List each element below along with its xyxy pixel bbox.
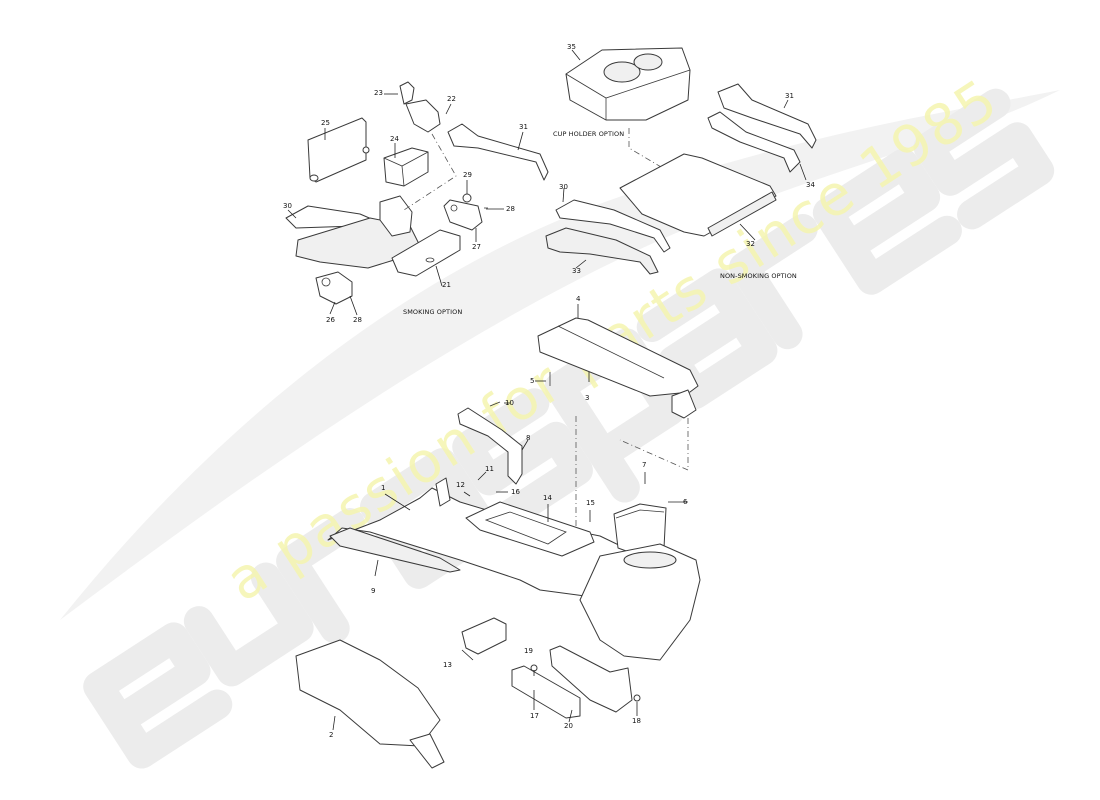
part-17-hinge-bracket bbox=[511, 645, 633, 719]
callout-14: 14 bbox=[543, 494, 552, 502]
callout-26: 26 bbox=[326, 316, 335, 324]
assembly-line-22-21 bbox=[403, 133, 457, 211]
callout-31b: 31 bbox=[785, 92, 794, 100]
callout-21: 21 bbox=[442, 281, 451, 289]
callout-3: 3 bbox=[585, 394, 590, 402]
part-10-screw bbox=[489, 401, 501, 407]
callout-22: 22 bbox=[447, 95, 456, 103]
callout-28b: 28 bbox=[353, 316, 362, 324]
part-24-ashtray bbox=[383, 147, 429, 187]
callout-5: 5 bbox=[530, 377, 535, 385]
part-14-cover bbox=[465, 501, 595, 557]
part-31-trim-right bbox=[717, 83, 817, 149]
callout-23: 23 bbox=[374, 89, 383, 97]
callout-28a: 28 bbox=[506, 205, 515, 213]
part-2-end-cap bbox=[295, 639, 445, 769]
console-rear-body bbox=[579, 543, 701, 661]
leader-lines bbox=[287, 49, 807, 731]
part-3-armrest bbox=[537, 317, 699, 419]
callout-29: 29 bbox=[463, 171, 472, 179]
callout-8: 8 bbox=[526, 434, 531, 442]
callout-6: 6 bbox=[683, 498, 688, 506]
part-31-trim-left bbox=[447, 123, 549, 181]
callout-19: 19 bbox=[524, 647, 533, 655]
part-26-switch bbox=[315, 271, 353, 305]
callout-7: 7 bbox=[642, 461, 647, 469]
part-34-side-panel bbox=[707, 111, 801, 173]
part-35-cupholder bbox=[565, 47, 691, 121]
callout-27: 27 bbox=[472, 243, 481, 251]
callout-4: 4 bbox=[576, 295, 581, 303]
callout-30b: 30 bbox=[559, 183, 568, 191]
part-21-smoking-bracket bbox=[285, 195, 461, 277]
part-25-panel bbox=[307, 117, 370, 183]
part-27-bracket bbox=[443, 193, 488, 231]
callout-16: 16 bbox=[511, 488, 520, 496]
callout-12: 12 bbox=[456, 481, 465, 489]
callout-24: 24 bbox=[390, 135, 399, 143]
callout-10: 10 bbox=[505, 399, 514, 407]
callout-32: 32 bbox=[746, 240, 755, 248]
callout-11: 11 bbox=[485, 465, 494, 473]
callout-13: 13 bbox=[443, 661, 452, 669]
callout-25: 25 bbox=[321, 119, 330, 127]
part-32-tray bbox=[619, 153, 777, 237]
part-13-bracket bbox=[461, 617, 507, 655]
callout-20: 20 bbox=[564, 722, 573, 730]
part-1-console-base bbox=[327, 477, 651, 601]
assembly-line-3-hinge bbox=[619, 418, 689, 471]
cup-holder-option-label: CUP HOLDER OPTION bbox=[553, 130, 625, 138]
callout-18: 18 bbox=[632, 717, 641, 725]
callout-9: 9 bbox=[371, 587, 376, 595]
callout-35: 35 bbox=[567, 43, 576, 51]
part-22-23-lighter bbox=[399, 81, 441, 133]
callout-33: 33 bbox=[572, 267, 581, 275]
callout-15: 15 bbox=[586, 499, 595, 507]
part-8-handle bbox=[457, 407, 523, 485]
callout-1: 1 bbox=[381, 484, 386, 492]
callout-17: 17 bbox=[530, 712, 539, 720]
callout-30a: 30 bbox=[283, 202, 292, 210]
part-30-33-trim bbox=[545, 199, 671, 275]
non-smoking-option-label: NON-SMOKING OPTION bbox=[720, 272, 797, 280]
part-18-screw bbox=[633, 694, 641, 702]
smoking-option-label: SMOKING OPTION bbox=[403, 308, 463, 316]
callout-34: 34 bbox=[806, 181, 815, 189]
callout-31a: 31 bbox=[519, 123, 528, 131]
callout-2: 2 bbox=[329, 731, 334, 739]
